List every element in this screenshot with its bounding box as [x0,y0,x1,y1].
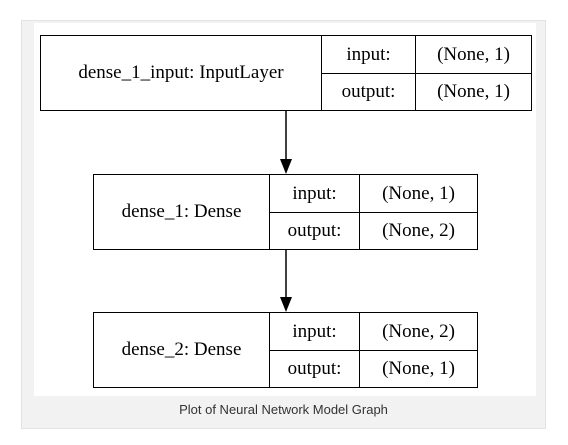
input-label: input: [292,183,337,204]
arrowhead-dense-2 [280,297,292,312]
node-dense-1: dense_1: Dense input: (None, 1) output: … [93,174,478,250]
figure-caption: Plot of Neural Network Model Graph [179,402,388,417]
output-value: (None, 1) [415,73,531,110]
input-value: (None, 1) [415,36,531,74]
output-label: output: [270,212,359,249]
arrowhead-dense-1 [280,159,292,174]
input-value: (None, 2) [359,313,477,351]
figure-frame: dense_1_input: InputLayer input: (None, … [21,20,546,429]
edge-arrows [280,111,292,312]
node-name: dense_2: Dense [94,313,270,387]
model-graph: dense_1_input: InputLayer input: (None, … [34,23,536,396]
node-name: dense_1: Dense [94,175,270,249]
output-value: (None, 1) [359,350,477,387]
input-label: input: [346,44,391,65]
output-label: output: [270,350,359,387]
input-value: (None, 1) [359,175,477,213]
node-dense-2: dense_2: Dense input: (None, 2) output: … [93,312,478,388]
output-value: (None, 2) [359,212,477,249]
input-label: input: [292,321,337,342]
node-input-layer: dense_1_input: InputLayer input: (None, … [40,35,532,111]
output-label: output: [322,73,415,110]
node-name: dense_1_input: InputLayer [41,36,322,110]
